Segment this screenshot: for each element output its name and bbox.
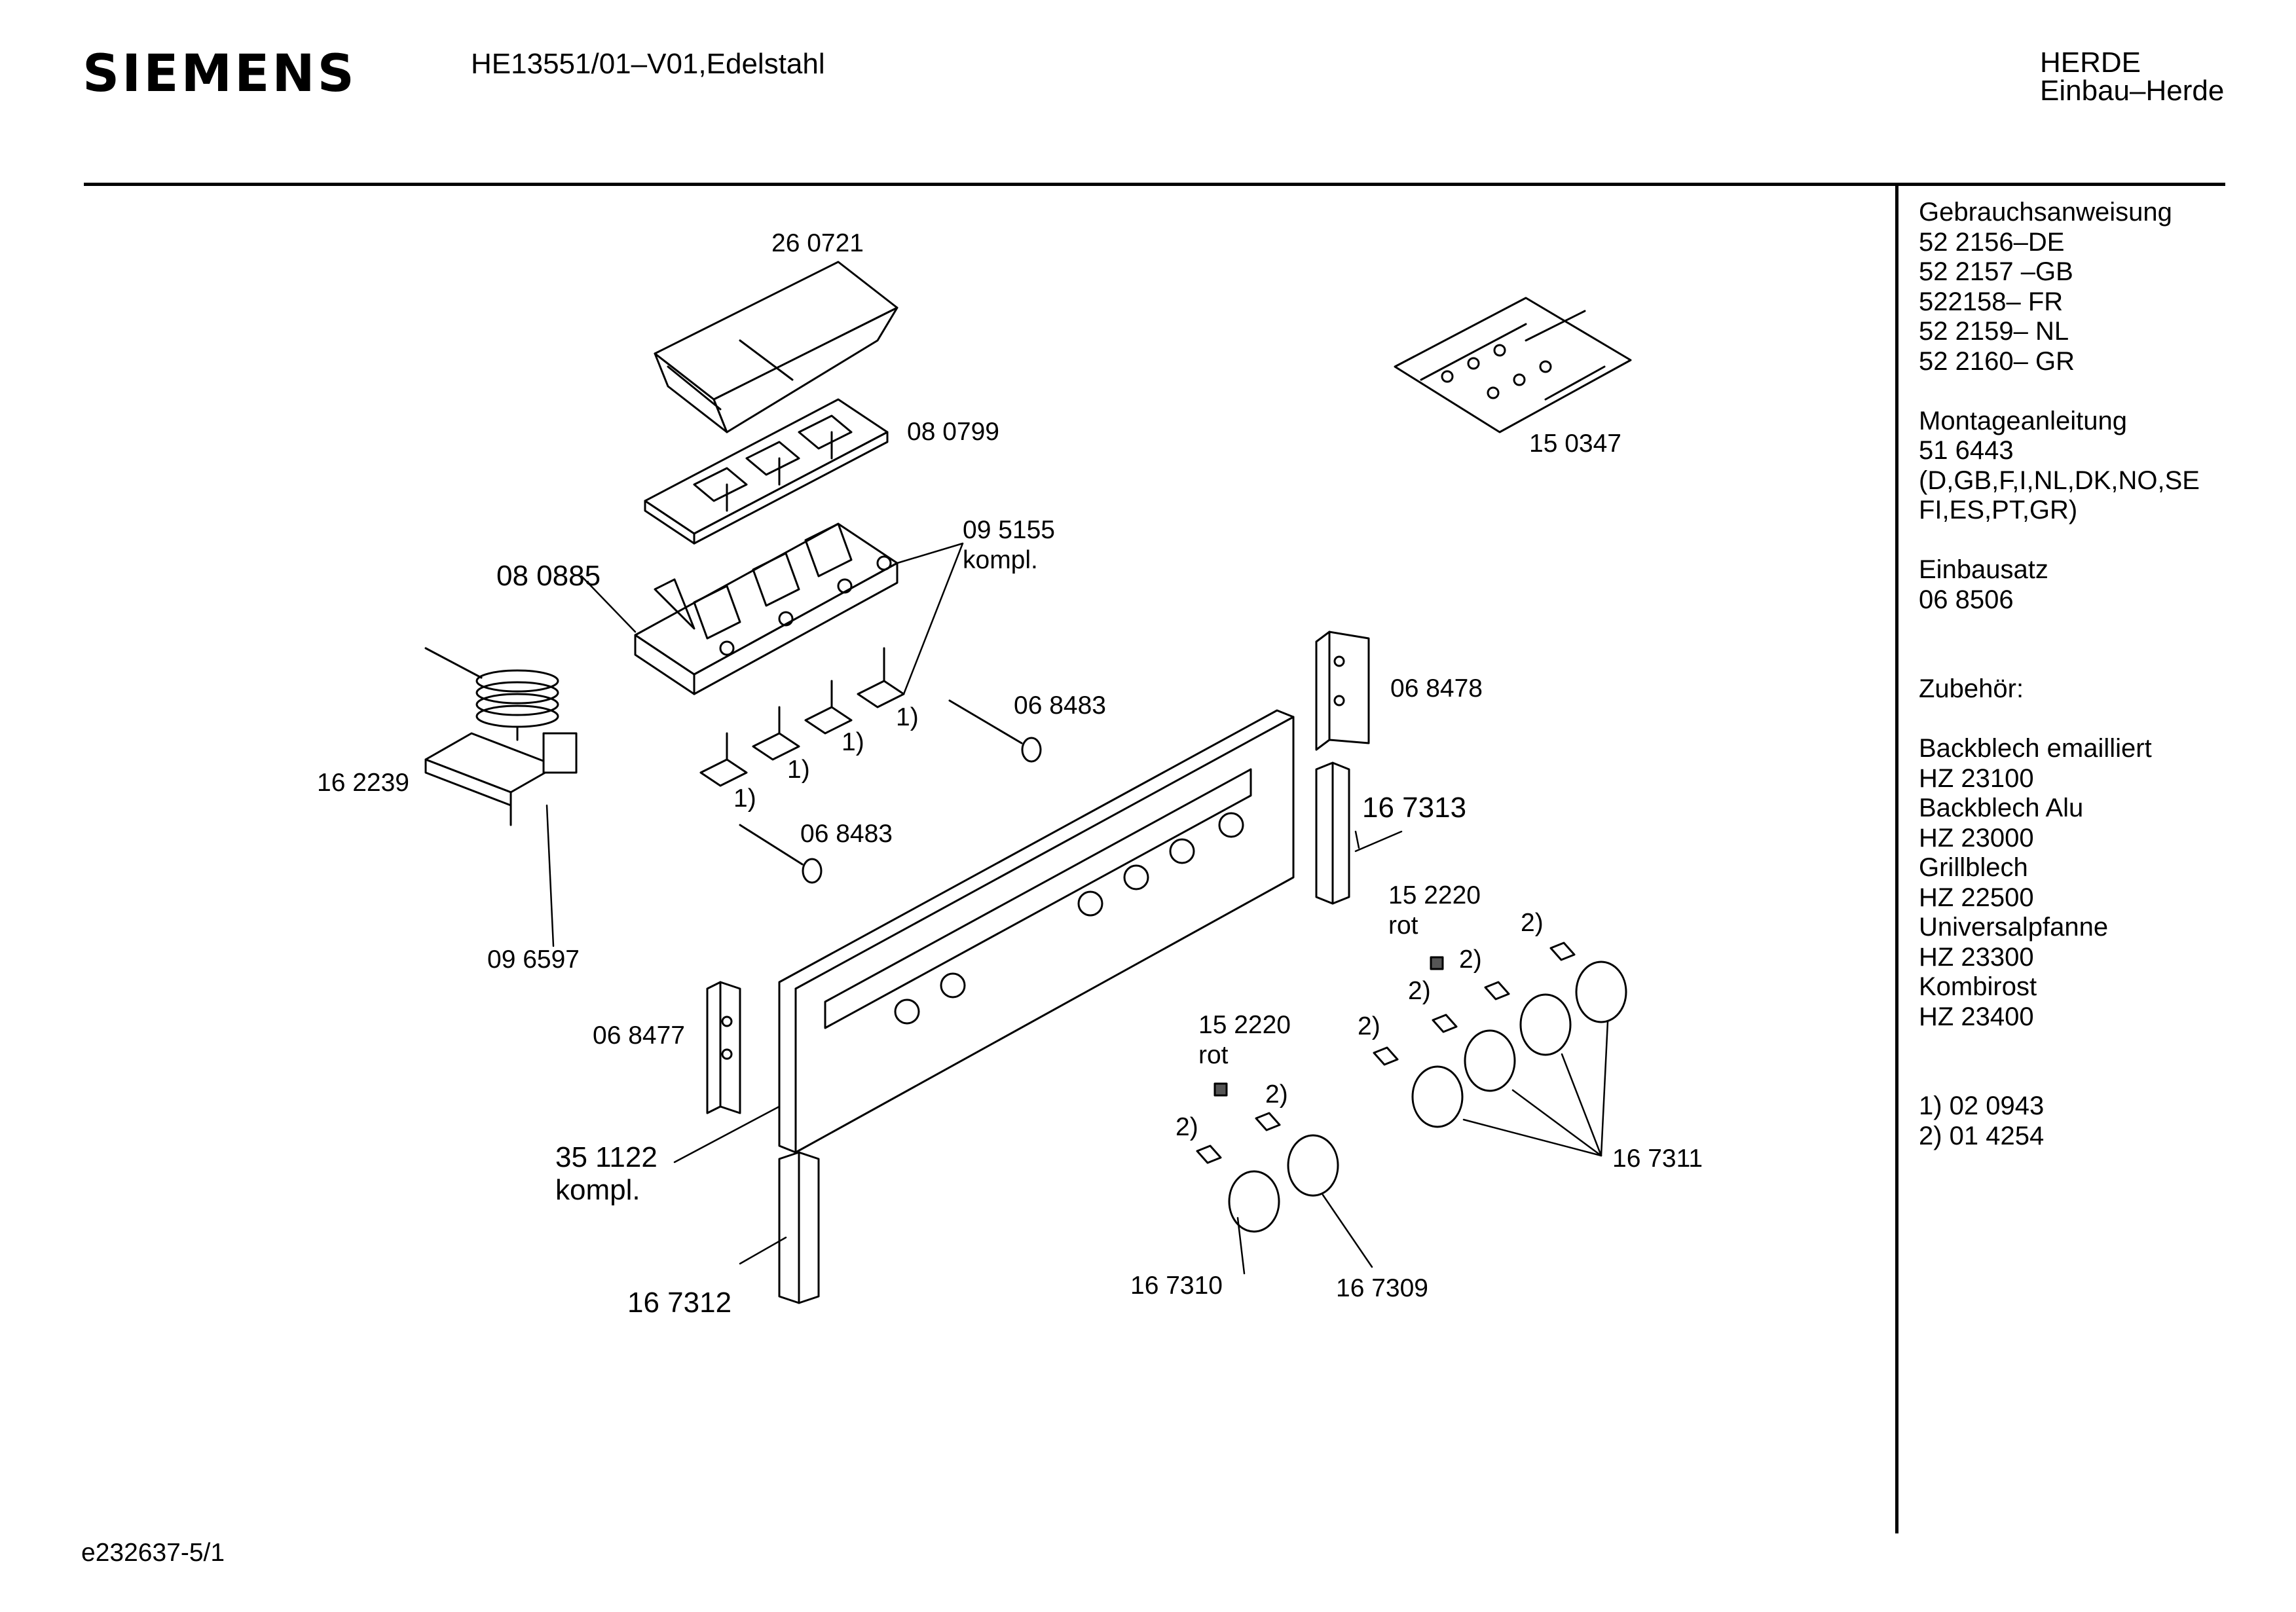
callout-leaders — [547, 543, 1608, 1273]
note-marker: 1) — [733, 784, 756, 813]
note-marker: 2) — [1521, 909, 1544, 937]
switch-block-part — [635, 524, 897, 694]
sidebar-line: Einbausatz — [1919, 555, 2048, 584]
callout-068477: 06 8477 — [593, 1021, 685, 1050]
sidebar-line — [1919, 645, 2200, 675]
brand-logo: SIEMENS — [83, 45, 357, 103]
sidebar-line: Gebrauchsanweisung — [1919, 198, 2172, 227]
end-profile-left-part — [779, 1152, 819, 1303]
bracket-right-part — [1316, 632, 1369, 750]
sidebar-line: 2) 01 4254 — [1919, 1121, 2045, 1150]
callout-rot-right: rot — [1388, 911, 1418, 940]
callout-068478: 06 8478 — [1390, 674, 1483, 703]
callout-080799: 08 0799 — [907, 418, 999, 446]
note-marker: 2) — [1408, 977, 1431, 1005]
callout-260721: 26 0721 — [771, 229, 864, 257]
callout-167312: 16 7312 — [627, 1287, 732, 1319]
callout-167310: 16 7310 — [1130, 1272, 1223, 1300]
note-marker: 1) — [896, 703, 919, 731]
callout-167311: 16 7311 — [1612, 1145, 1703, 1173]
callout-095155-kompl: kompl. — [963, 546, 1038, 574]
control-knobs — [1229, 962, 1626, 1232]
callout-152220-left: 15 2220 — [1198, 1011, 1291, 1039]
note-marker: 1) — [787, 756, 810, 784]
sidebar-line: 51 6443 — [1919, 436, 2014, 465]
control-panel-part — [779, 710, 1293, 1152]
callout-162239: 16 2239 — [317, 769, 409, 797]
callout-150347: 15 0347 — [1529, 430, 1621, 458]
sidebar-line: Kombirost — [1919, 972, 2037, 1001]
indicator-lamp-left — [740, 825, 821, 883]
sidebar-line — [1919, 526, 2200, 556]
callout-068483-left: 06 8483 — [800, 820, 893, 848]
sidebar-line — [1919, 376, 2200, 407]
knob-spacers — [1197, 943, 1574, 1163]
callout-167309: 16 7309 — [1336, 1274, 1428, 1302]
sidebar-line: FI,ES,PT,GR) — [1919, 496, 2078, 524]
indicator-lamp-right — [950, 701, 1041, 761]
sidebar-line — [1919, 1062, 2200, 1092]
sidebar-line: 52 2157 –GB — [1919, 257, 2073, 286]
sidebar-line — [1919, 1032, 2200, 1062]
thermostat-part — [426, 648, 576, 825]
sidebar-line: HZ 23000 — [1919, 823, 2034, 852]
sidebar-line: 522158– FR — [1919, 287, 2064, 316]
category-title: HERDE — [2040, 46, 2141, 79]
callout-167313: 16 7313 — [1362, 792, 1467, 824]
sidebar-line: Backblech emailliert — [1919, 734, 2152, 763]
sidebar-line: 52 2160– GR — [1919, 346, 2075, 376]
note-marker: 2) — [1459, 945, 1482, 974]
sidebar-line: 1) 02 0943 — [1919, 1091, 2045, 1120]
callout-095155: 09 5155 — [963, 516, 1055, 544]
drawer-tray-part — [655, 262, 897, 432]
callout-096597: 09 6597 — [487, 945, 580, 974]
end-profile-right-part — [1316, 763, 1349, 904]
sidebar-line: Montageanleitung — [1919, 406, 2128, 435]
note-marker: 2) — [1176, 1113, 1198, 1141]
red-lamp-cap-left — [1215, 1084, 1227, 1095]
sidebar-line: HZ 22500 — [1919, 883, 2034, 912]
red-lamp-cap-right — [1431, 957, 1443, 969]
sidebar-line: HZ 23300 — [1919, 942, 2034, 972]
header-divider — [84, 183, 2225, 186]
sidebar-line — [1919, 705, 2200, 735]
callout-068483-right: 06 8483 — [1014, 691, 1106, 720]
sidebar-line — [1919, 615, 2200, 645]
note-marker: 2) — [1265, 1080, 1288, 1108]
callout-351122: 35 1122 — [555, 1141, 657, 1173]
note-marker: 1) — [842, 728, 864, 756]
sidebar-line: Backblech Alu — [1919, 794, 2084, 822]
model-number: HE13551/01–V01,Edelstahl — [471, 48, 825, 80]
category-subtitle: Einbau–Herde — [2040, 75, 2225, 107]
callout-351122-kompl: kompl. — [555, 1174, 640, 1206]
sidebar-line: 52 2159– NL — [1919, 317, 2069, 346]
sidebar-line: Universalpfanne — [1919, 913, 2109, 942]
sidebar-line: (D,GB,F,I,NL,DK,NO,SE — [1919, 466, 2200, 495]
callout-080885: 08 0885 — [496, 560, 601, 592]
sidebar-line: Zubehör: — [1919, 674, 2024, 703]
sidebar-line: HZ 23100 — [1919, 763, 2034, 793]
bracket-left-part — [707, 982, 740, 1113]
callout-152220-right: 15 2220 — [1388, 881, 1481, 909]
sidebar-line: 06 8506 — [1919, 585, 2014, 614]
sidebar-line: Grillblech — [1919, 853, 2028, 882]
switch-frame-part — [645, 399, 887, 543]
note-marker: 2) — [1358, 1012, 1380, 1040]
switch-contacts-part — [701, 648, 904, 786]
drawing-id: e232637-5/1 — [81, 1539, 225, 1567]
sidebar-line: 52 2156–DE — [1919, 227, 2065, 257]
documentation-sidebar: Gebrauchsanweisung 52 2156–DE 52 2157 –G… — [1919, 198, 2200, 1151]
screw-bag-part — [1395, 298, 1631, 432]
callout-rot-left: rot — [1198, 1041, 1229, 1069]
sidebar-line: HZ 23400 — [1919, 1002, 2034, 1031]
sidebar-divider — [1895, 186, 1898, 1533]
